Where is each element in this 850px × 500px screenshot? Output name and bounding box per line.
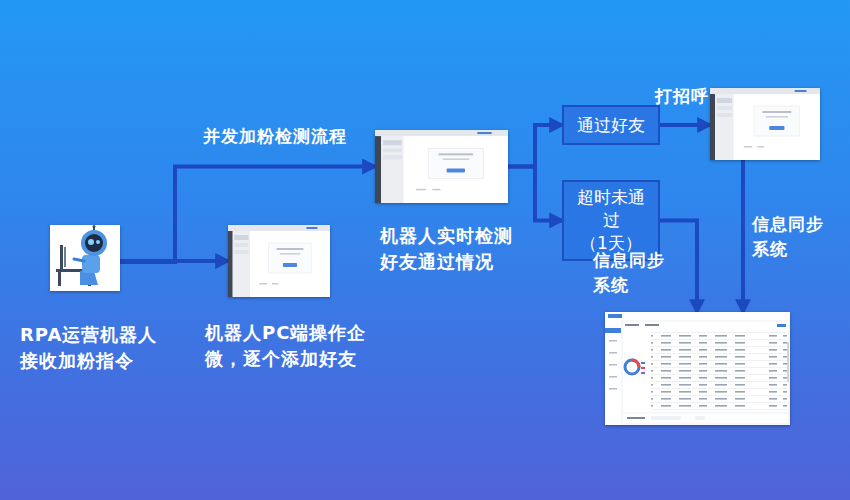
screenshot-illustration [710,88,820,160]
screenshot-window [710,88,820,160]
node-caption: RPA运营机器人 接收加粉指令 [20,322,200,374]
edge-label: 信息同步系统 [593,248,669,297]
flow-connector [741,160,745,312]
edge-label: 信息同步系统 [752,212,828,261]
screenshot-illustration [50,225,120,291]
screenshot-illustration [228,225,330,297]
process-box: 通过好友 [562,105,660,145]
process-box: 超时未通 过（1天） [562,180,660,261]
dashboard-screenshot [605,312,790,425]
node-caption: 机器人PC端操作企 微，逐个添加好友 [205,320,395,372]
flow-connector [508,125,562,167]
edge-label: 打招呼 [655,84,715,109]
flow-connector [508,167,562,221]
flow-connector [660,123,710,127]
screenshot-window: 机器人PC端操作企 微，逐个添加好友 [228,225,330,297]
edge-label: 并发加粉检测流程 [203,124,373,149]
flow-connector [660,220,697,312]
screenshot-illustration [605,312,790,425]
screenshot-illustration [375,130,508,203]
box-label: 超时未通 过（1天） [572,186,650,255]
node-caption: 机器人实时检测 好友通过情况 [380,223,530,275]
box-label: 通过好友 [577,114,645,137]
screenshot-window: 机器人实时检测 好友通过情况 [375,130,508,203]
robot-icon: RPA运营机器人 接收加粉指令 [50,225,120,291]
